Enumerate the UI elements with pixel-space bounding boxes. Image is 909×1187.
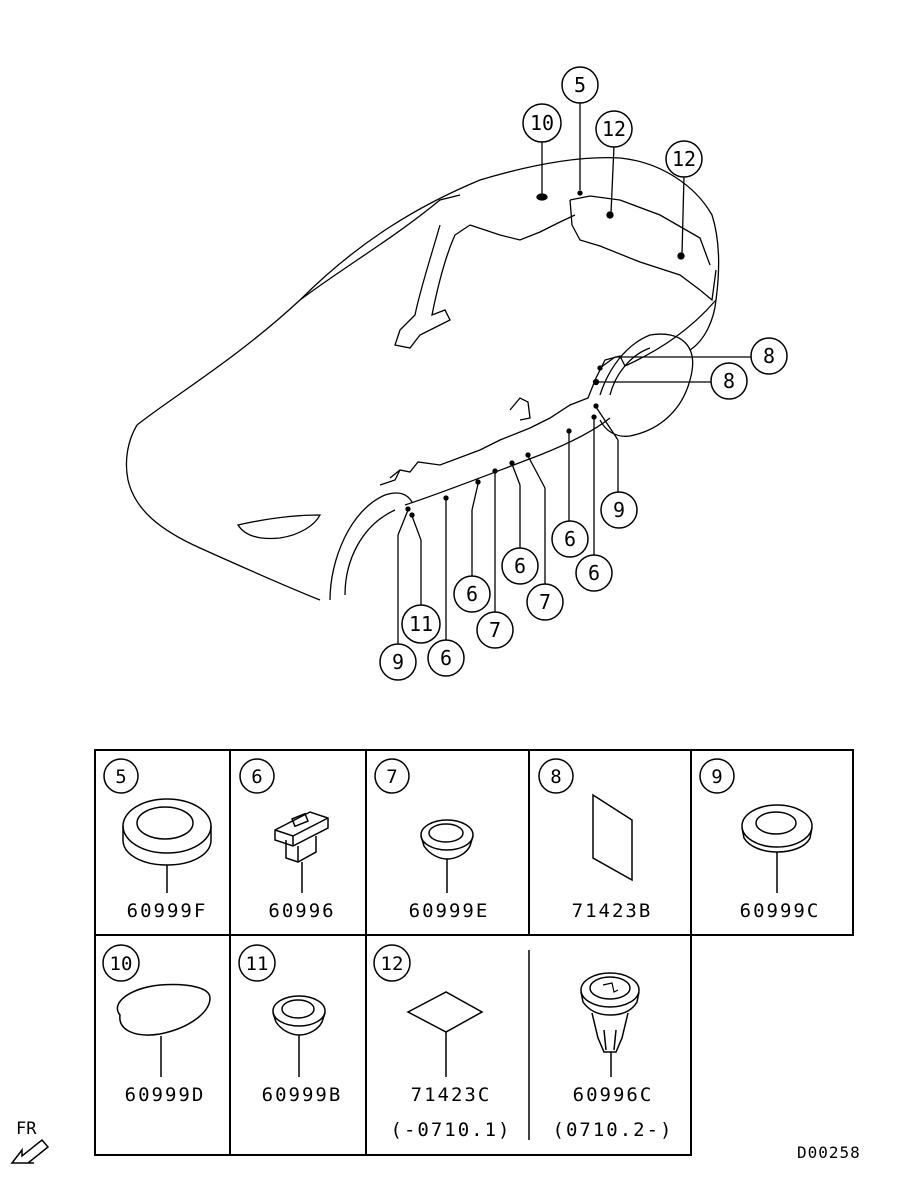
part-number-71423C: 71423C <box>411 1084 492 1106</box>
callout-12b: 12 <box>672 147 696 171</box>
callouts <box>379 66 788 681</box>
callout-11-circle <box>401 604 441 644</box>
cell-num-5: 5 <box>115 766 126 788</box>
grommet-small-icon <box>272 995 326 1077</box>
callout-9l: 9 <box>392 650 404 674</box>
part-number-60996C: 60996C <box>573 1084 654 1106</box>
sealing-sheet-icon <box>592 793 633 882</box>
part-number-60996: 60996 <box>268 900 335 922</box>
callout-8a-circle <box>750 337 788 375</box>
cell-num-7: 7 <box>386 766 397 788</box>
part-number-71423B: 71423B <box>572 900 653 922</box>
callout-8b-circle <box>710 362 748 400</box>
fr-label: FR <box>16 1119 37 1139</box>
parts-table <box>94 749 854 1156</box>
callout-11: 11 <box>409 612 433 636</box>
clip-icon <box>274 811 329 893</box>
callout-6e: 6 <box>564 527 576 551</box>
cell-num-8: 8 <box>550 766 561 788</box>
cell-num-12: 12 <box>381 953 404 975</box>
part-icons <box>116 793 813 1077</box>
callout-6d: 6 <box>514 554 526 578</box>
part-note-71423C: (-0710.1) <box>391 1119 512 1141</box>
part-numbers: 60999F 60996 60999E 71423B 60999C 60999D… <box>125 900 821 1141</box>
cell-num-9: 9 <box>711 766 722 788</box>
car-body <box>125 157 720 601</box>
callout-9l-circle <box>379 643 417 681</box>
callout-6b-circle <box>427 639 465 677</box>
callout-9r: 9 <box>613 498 625 522</box>
callout-6e-circle <box>551 520 589 558</box>
callout-6d-circle <box>501 547 539 585</box>
callout-12a-circle <box>595 110 633 148</box>
callout-12b-circle <box>665 140 703 178</box>
callout-7b: 7 <box>539 590 551 614</box>
callout-8b: 8 <box>723 369 735 393</box>
push-clip-icon <box>580 972 640 1077</box>
sealing-diamond-icon <box>406 991 484 1077</box>
part-number-60999D: 60999D <box>125 1084 206 1106</box>
callout-7a: 7 <box>489 618 501 642</box>
table-number-circles <box>102 758 735 982</box>
grommet-large-icon <box>122 798 212 893</box>
part-number-60999E: 60999E <box>409 900 490 922</box>
callout-7b-circle <box>526 583 564 621</box>
plug-oval-icon <box>116 983 211 1077</box>
cell-num-10: 10 <box>110 953 133 975</box>
callout-6c-circle <box>453 575 491 613</box>
callout-6b: 6 <box>440 646 452 670</box>
callout-6f: 6 <box>588 561 600 585</box>
plug-small-icon <box>420 819 474 893</box>
callout-5-circle <box>561 66 599 104</box>
table-numbers: 5 6 7 8 9 10 11 12 <box>110 766 723 975</box>
callout-7a-circle <box>476 611 514 649</box>
diagram-code: D00258 <box>797 1143 861 1162</box>
front-direction-arrow-icon <box>10 1138 50 1164</box>
callout-10: 10 <box>530 111 554 135</box>
callout-8a: 8 <box>763 344 775 368</box>
grommet-medium-icon <box>741 804 813 893</box>
part-note-60996C: (0710.2-) <box>553 1119 674 1141</box>
callout-9r-circle <box>600 491 638 529</box>
part-number-60999F: 60999F <box>127 900 208 922</box>
callout-6c: 6 <box>466 582 478 606</box>
leader-lines <box>397 102 752 645</box>
cell-num-11: 11 <box>246 953 269 975</box>
cell-num-6: 6 <box>251 766 262 788</box>
callout-labels: 10 5 12 12 8 8 9 6 6 7 6 7 6 11 9 6 <box>392 73 775 674</box>
callout-6f-circle <box>575 554 613 592</box>
callout-10-circle <box>522 103 562 143</box>
part-number-60999C: 60999C <box>740 900 821 922</box>
part-number-60999B: 60999B <box>262 1084 343 1106</box>
callout-12a: 12 <box>602 117 626 141</box>
callout-5: 5 <box>574 73 586 97</box>
